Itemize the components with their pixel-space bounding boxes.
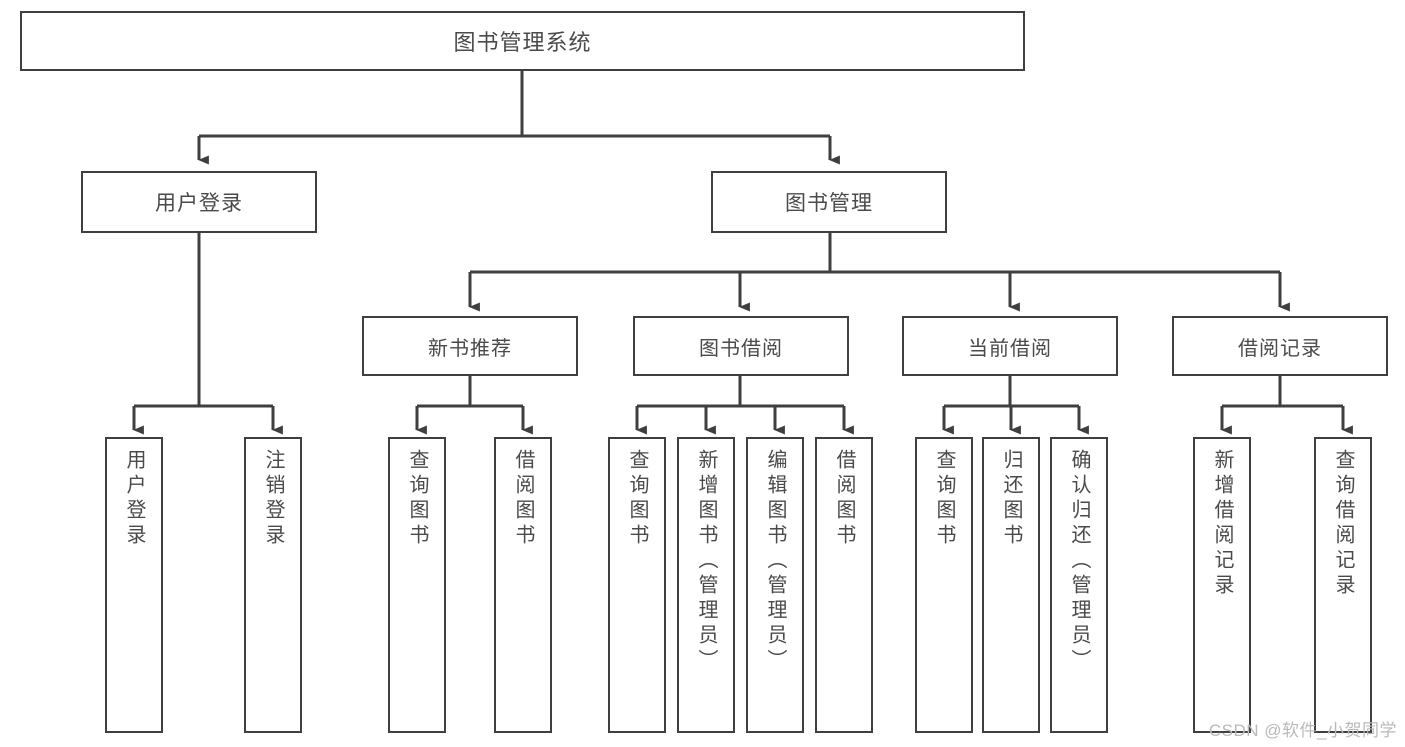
node-label: 注销登录: [262, 449, 284, 549]
leaf-current-borrow-confirm-return-admin[interactable]: 确认归还（管理员）: [1050, 437, 1108, 733]
node-label: 新增图书（管理员）: [695, 449, 717, 674]
leaf-borrow-record-query-record[interactable]: 查询借阅记录: [1314, 437, 1372, 733]
node-label: 查询图书: [406, 449, 428, 549]
leaf-user-login-login[interactable]: 用户登录: [105, 437, 163, 733]
leaf-borrow-record-add-record[interactable]: 新增借阅记录: [1193, 437, 1251, 733]
node-label: 图书管理系统: [453, 30, 592, 55]
node-current-borrow[interactable]: 当前借阅: [902, 316, 1118, 376]
node-label: 图书管理: [785, 192, 873, 215]
leaf-new-book-query-book[interactable]: 查询图书: [388, 437, 446, 733]
node-label: 用户登录: [123, 449, 145, 549]
node-new-book-recommend[interactable]: 新书推荐: [362, 316, 578, 376]
leaf-book-borrow-query-book[interactable]: 查询图书: [608, 437, 666, 733]
leaf-book-borrow-add-book-admin[interactable]: 新增图书（管理员）: [677, 437, 735, 733]
node-label: 当前借阅: [968, 337, 1052, 360]
node-label: 编辑图书（管理员）: [764, 449, 786, 674]
node-label: 借阅图书: [833, 449, 855, 549]
watermark: CSDN @软件_小贺同学: [1208, 721, 1397, 740]
node-label: 归还图书: [1000, 449, 1022, 549]
leaf-current-borrow-return-book[interactable]: 归还图书: [982, 437, 1040, 733]
node-borrow-record[interactable]: 借阅记录: [1172, 316, 1388, 376]
leaf-current-borrow-query-book[interactable]: 查询图书: [915, 437, 973, 733]
node-label: 新增借阅记录: [1211, 449, 1233, 599]
node-label: 查询图书: [933, 449, 955, 549]
node-user-login[interactable]: 用户登录: [81, 171, 317, 233]
node-label: 查询借阅记录: [1332, 449, 1354, 599]
node-label: 新书推荐: [428, 337, 512, 360]
leaf-book-borrow-borrow-book[interactable]: 借阅图书: [815, 437, 873, 733]
leaf-user-login-logout[interactable]: 注销登录: [244, 437, 302, 733]
node-label: 图书借阅: [699, 337, 783, 360]
leaf-book-borrow-edit-book-admin[interactable]: 编辑图书（管理员）: [746, 437, 804, 733]
node-root-book-management-system[interactable]: 图书管理系统: [20, 11, 1025, 71]
node-book-borrow[interactable]: 图书借阅: [633, 316, 849, 376]
node-label: 借阅记录: [1238, 337, 1322, 360]
node-book-management[interactable]: 图书管理: [711, 171, 947, 233]
node-label: 查询图书: [626, 449, 648, 549]
leaf-new-book-borrow-book[interactable]: 借阅图书: [494, 437, 552, 733]
node-label: 用户登录: [155, 192, 243, 215]
node-label: 确认归还（管理员）: [1068, 449, 1090, 674]
node-label: 借阅图书: [512, 449, 534, 549]
